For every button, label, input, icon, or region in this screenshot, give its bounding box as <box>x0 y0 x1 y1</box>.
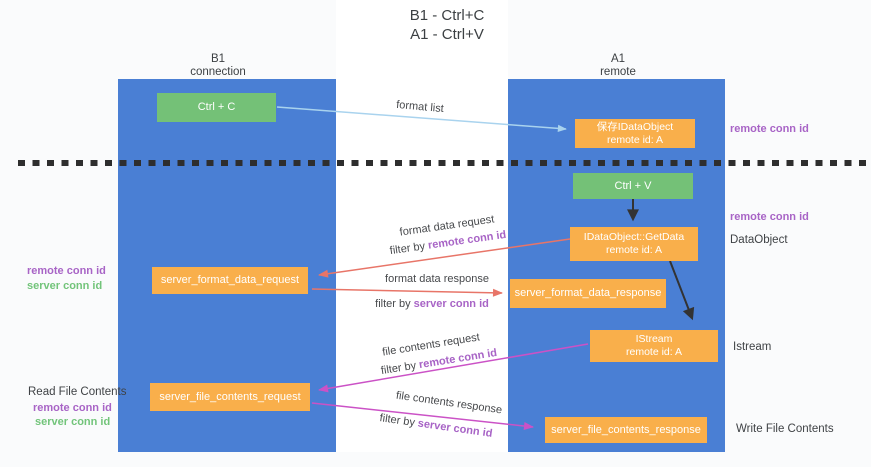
server-file-contents-response-label: server_file_contents_response <box>551 423 701 436</box>
right-remote-conn-id-mid: remote conn id <box>730 211 809 223</box>
left-column-header: B1 connection <box>190 53 246 79</box>
save-idataobject-box: 保存IDataObject remote id: A <box>575 119 695 148</box>
server-conn-id-key: server conn id <box>413 298 489 310</box>
server-file-contents-request-box: server_file_contents_request <box>150 383 310 411</box>
ctrl-c-box: Ctrl + C <box>157 93 276 122</box>
istream-side-label: Istream <box>733 341 772 353</box>
istream-line1: IStream <box>635 333 673 345</box>
left-remote-conn-id-2: remote conn id <box>33 402 112 414</box>
server-file-contents-request-label: server_file_contents_request <box>159 390 301 403</box>
title-line-b1: B1 - Ctrl+C <box>409 7 485 24</box>
istream-line2: remote id: A <box>625 346 683 358</box>
left-column-header-line2: connection <box>190 66 246 78</box>
ctrl-v-label: Ctrl + V <box>614 179 652 192</box>
save-idataobject-line1: 保存IDataObject <box>596 120 674 133</box>
format-data-response-filter-label: filter by server conn id <box>375 298 489 310</box>
dataobject-label: DataObject <box>730 234 788 246</box>
page-title: B1 - Ctrl+C A1 - Ctrl+V <box>410 6 485 44</box>
idataobject-getdata-box: IDataObject::GetData remote id: A <box>570 227 698 261</box>
left-server-conn-id-2: server conn id <box>35 416 111 428</box>
server-file-contents-response-box: server_file_contents_response <box>545 417 707 443</box>
ctrl-v-box: Ctrl + V <box>573 173 693 199</box>
right-column-header: A1 remote <box>600 53 636 79</box>
read-file-contents-label: Read File Contents <box>28 386 127 398</box>
server-format-data-response-box: server_format_data_response <box>510 279 666 308</box>
title-line-a1: A1 - Ctrl+V <box>410 26 484 43</box>
server-format-data-request-label: server_format_data_request <box>160 274 300 286</box>
idataobject-getdata-line2: remote id: A <box>605 244 663 256</box>
write-file-contents-label: Write File Contents <box>736 423 834 435</box>
ctrl-c-label: Ctrl + C <box>197 101 236 113</box>
istream-box: IStream remote id: A <box>590 330 718 362</box>
right-column-header-line2: remote <box>600 66 636 78</box>
idataobject-getdata-line1: IDataObject::GetData <box>583 231 685 243</box>
left-remote-conn-id-1: remote conn id <box>27 265 106 277</box>
server-format-data-response-label: server_format_data_response <box>514 287 662 299</box>
save-idataobject-line2: remote id: A <box>606 133 664 146</box>
right-remote-conn-id-top: remote conn id <box>730 123 809 135</box>
server-format-data-request-box: server_format_data_request <box>152 267 308 294</box>
left-server-conn-id-1: server conn id <box>27 280 103 292</box>
right-column-header-line1: A1 <box>610 53 626 65</box>
format-data-response-arrow-label: format data response <box>385 273 489 285</box>
filter-by-text: filter by <box>375 298 414 310</box>
left-column-header-line1: B1 <box>210 53 226 65</box>
